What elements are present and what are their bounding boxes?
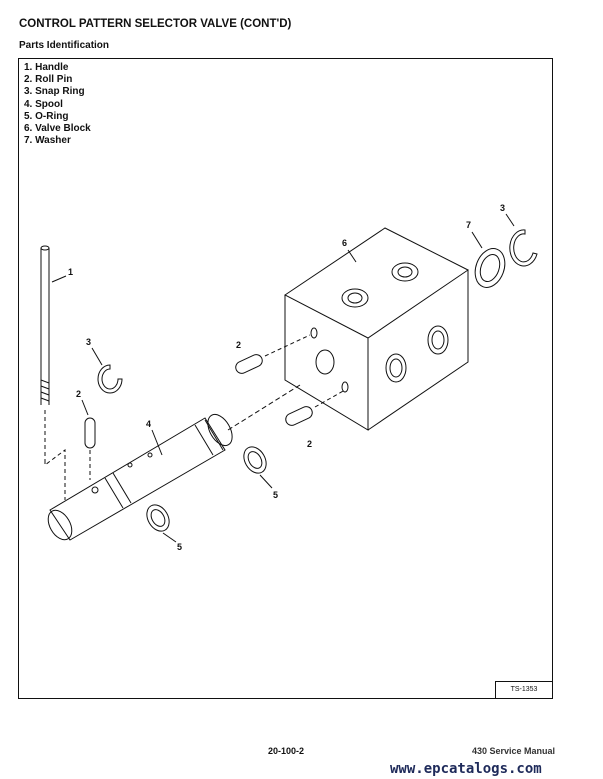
snap-ring-drawing (97, 364, 123, 394)
legend-item: 2. Roll Pin (24, 74, 73, 86)
legend-item: 1. Handle (24, 62, 69, 73)
washer-drawing (474, 248, 506, 288)
callout-2c: 2 (307, 439, 312, 449)
section-subtitle: Parts Identification (19, 40, 110, 51)
parts-legend: 1. Handle 2. Roll Pin 3. Snap Ring 4. Sp… (24, 62, 91, 147)
legend-item: 3. Snap Ring (24, 86, 85, 98)
callout-2: 2 (76, 389, 81, 399)
callout-3b: 3 (500, 203, 505, 213)
callout-6: 6 (342, 238, 347, 248)
legend-item: 4. Spool (24, 98, 63, 110)
callout-5b: 5 (177, 542, 182, 552)
callout-4: 4 (146, 419, 151, 429)
manual-title: 430 Service Manual (472, 746, 556, 756)
snap-ring-drawing-2 (509, 229, 538, 267)
roll-pin-drawing (84, 417, 96, 449)
handle-drawing (40, 245, 66, 500)
legend-item: 5. O-Ring (24, 110, 69, 122)
page-title: CONTROL PATTERN SELECTOR VALVE (CONT'D) (19, 18, 292, 30)
callout-3: 3 (86, 337, 91, 347)
roll-pin-drawing-3 (285, 406, 313, 426)
valve-block-drawing (284, 227, 469, 431)
watermark: www.epcatalogs.com (390, 761, 542, 777)
callout-7: 7 (466, 220, 471, 230)
figure-id: TS-1353 (495, 681, 552, 698)
legend-item: 7. Washer (24, 135, 71, 147)
o-ring-drawing (243, 446, 267, 474)
figure-box: 1. Handle 2. Roll Pin 3. Snap Ring 4. Sp… (18, 58, 553, 699)
callout-5: 5 (273, 490, 278, 500)
o-ring-drawing-2 (146, 504, 170, 532)
legend-item: 6. Valve Block (24, 123, 91, 135)
page-number: 20-100-2 (268, 746, 305, 756)
roll-pin-drawing-2 (235, 354, 263, 374)
spool-drawing (47, 413, 233, 541)
callout-1: 1 (68, 267, 73, 277)
callout-2b: 2 (236, 340, 241, 350)
